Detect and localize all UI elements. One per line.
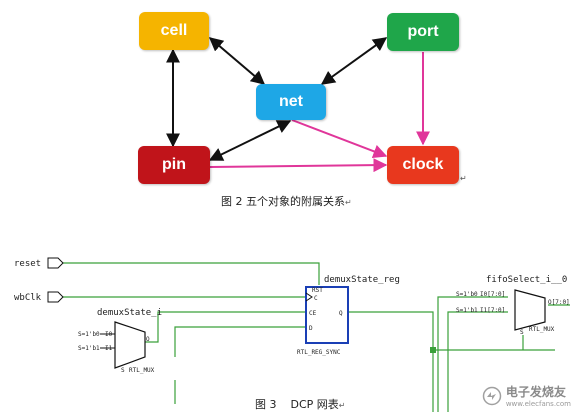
- mux1-sel-label: S: [121, 367, 125, 374]
- mux1-in0-pin-label: I0: [105, 331, 113, 338]
- reg-rst-label: RST: [312, 287, 323, 294]
- reg-instance-label: demuxState_reg: [324, 275, 400, 285]
- arrow-pin-clock: [209, 158, 388, 173]
- reg-ce-label: CE: [309, 310, 317, 317]
- port-reset-symbol: [47, 257, 64, 269]
- mux1-in1-pin-label: I1: [105, 345, 113, 352]
- mux1-in0-label: S=1'b0: [78, 331, 100, 338]
- mux2-instance-label: fifoSelect_i__0: [486, 275, 567, 285]
- reg-type-label: RTL_REG_SYNC: [297, 349, 341, 356]
- mux2-type-label: RTL_MUX: [529, 326, 555, 333]
- node-cell: cell: [139, 12, 209, 50]
- arrow-port-net: [320, 37, 388, 85]
- figure-2-caption: 图 2 五个对象的附属关系↵: [221, 193, 352, 209]
- mux1-out-label: O: [146, 336, 150, 343]
- mux1-in1-label: S=1'b1: [78, 345, 100, 352]
- mux2-in1-pin-label: I1[7:0]: [480, 307, 505, 314]
- netlist-schematic: reset wbClk demuxState_i S=1'b0 I0 S=1'b…: [14, 257, 570, 412]
- figure-3-caption: 图 3 DCP 网表↵: [248, 383, 345, 412]
- mux1-symbol: [114, 321, 146, 369]
- port-wbclk-label: wbClk: [14, 293, 42, 303]
- mux2-symbol: [514, 289, 546, 331]
- figure-3-return-mark: ↵: [338, 401, 346, 410]
- figure-3-caption-text: 图 3 DCP 网表: [255, 398, 339, 411]
- figure-2-return-mark: ↵: [345, 198, 352, 207]
- mux2-sel-label: S: [520, 329, 524, 336]
- wire-reset: [63, 262, 320, 285]
- arrow-cell-net: [208, 37, 266, 85]
- watermark-url: www.elecfans.com: [505, 400, 571, 408]
- node-pin: pin: [138, 146, 210, 184]
- wire-ce: [174, 326, 318, 357]
- reg-clock-triangle: [305, 292, 313, 302]
- reg-d-label: D: [309, 325, 313, 332]
- reg-q-label: Q: [339, 310, 343, 317]
- wire-feed-mux2-in0: [437, 296, 508, 412]
- mux1-type-label: RTL_MUX: [129, 367, 155, 374]
- port-wbclk-symbol: [47, 291, 64, 303]
- figure-2-caption-text: 图 2 五个对象的附属关系: [221, 195, 345, 208]
- mux2-in0-pin-label: I0[7:0]: [480, 291, 505, 298]
- node-clock: clock: [387, 146, 459, 184]
- mux2-in1-label: S=1'b1: [456, 307, 478, 314]
- return-mark: ↵: [460, 174, 467, 183]
- relationship-arrows: [166, 37, 430, 173]
- watermark: 电子发烧友 www.elecfans.com: [482, 383, 571, 408]
- arrow-pin-net: [208, 120, 292, 161]
- wire-mux1-out: [145, 311, 318, 343]
- watermark-title: 电子发烧友: [505, 385, 566, 399]
- wire-feed-mux2-in1: [447, 311, 508, 412]
- mux2-out-label: O[7:0]: [548, 299, 570, 306]
- port-reset-label: reset: [14, 259, 41, 269]
- node-port: port: [387, 13, 459, 51]
- junction-dot: [430, 347, 436, 353]
- reg-symbol: [305, 286, 349, 344]
- mux1-instance-label: demuxState_i: [97, 308, 162, 318]
- wire-q-loop: [348, 311, 555, 351]
- mux2-in0-label: S=1'b0: [456, 291, 478, 298]
- node-net: net: [256, 84, 326, 120]
- arrow-net-clock: [291, 119, 388, 159]
- reg-c-label: C: [314, 295, 318, 302]
- watermark-logo-icon: [482, 386, 502, 405]
